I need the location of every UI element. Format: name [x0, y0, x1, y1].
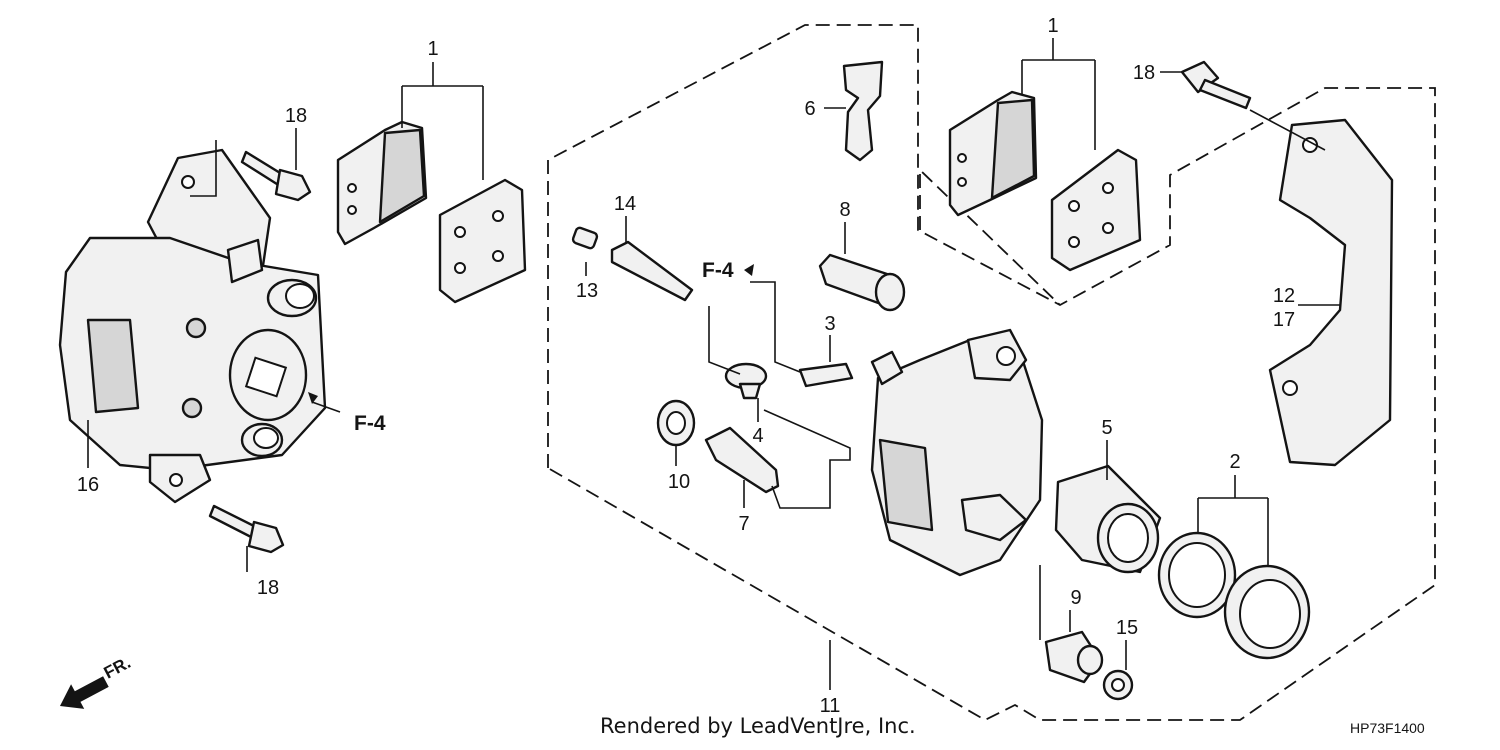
dust-boot[interactable]: [656, 399, 696, 447]
reference-f4-left: F-4: [354, 412, 386, 435]
callout-18-top-right: 18: [1133, 62, 1155, 84]
callout-18-bottom: 18: [257, 577, 279, 599]
callout-7: 7: [738, 513, 749, 535]
pin-boot-lower[interactable]: [1044, 630, 1104, 684]
callout-1-right: 1: [1047, 15, 1058, 37]
arrow-fr-icon: [59, 676, 109, 709]
callout-9: 9: [1070, 587, 1081, 609]
brake-pad-right-back[interactable]: [1050, 148, 1142, 272]
caliper-body[interactable]: [870, 328, 1044, 577]
pin-bolt-cap[interactable]: [571, 226, 599, 250]
slide-pin[interactable]: [704, 426, 780, 494]
washer[interactable]: [1102, 669, 1134, 701]
callout-15: 15: [1116, 617, 1138, 639]
pad-spring[interactable]: [842, 60, 884, 162]
diagram-code: HP73F1400: [1350, 720, 1425, 736]
caliper-assembly-outline: [547, 24, 1436, 722]
callout-11: 11: [820, 695, 841, 717]
callout-18-top-left: 18: [285, 105, 307, 127]
render-credit: Rendered by LeadVentJre, Inc.: [600, 714, 916, 738]
callout-10: 10: [668, 471, 690, 493]
front-direction-label: FR.: [101, 653, 134, 683]
pin-bolt[interactable]: [610, 240, 694, 302]
left-caliper-assembly[interactable]: [58, 148, 327, 504]
leader-lines: [87, 38, 1340, 690]
flange-bolt-top-left[interactable]: [240, 150, 312, 202]
reference-arrow-left: [308, 392, 318, 404]
piston-seal[interactable]: [1157, 531, 1237, 619]
callout-1-left: 1: [427, 38, 438, 60]
brake-pad-left-front[interactable]: [336, 120, 428, 246]
pin-boot[interactable]: [818, 253, 906, 312]
callout-4: 4: [752, 425, 763, 447]
reference-arrow-center: [744, 264, 754, 276]
flange-bolt-top-right[interactable]: [1180, 60, 1252, 110]
callout-5: 5: [1101, 417, 1112, 439]
reference-f4-center: F-4: [702, 259, 734, 282]
piston[interactable]: [1054, 464, 1162, 574]
callout-6: 6: [804, 98, 815, 120]
callout-2: 2: [1229, 451, 1240, 473]
bleeder-valve[interactable]: [798, 362, 854, 388]
callout-3: 3: [824, 313, 835, 335]
brake-pad-left-back[interactable]: [438, 178, 527, 304]
callout-labels: 1 1 2 3 4 5 6 7 8 9 10 11 12 13 14 15 16…: [77, 15, 1295, 717]
flange-bolt-bottom[interactable]: [208, 504, 285, 554]
pad-group-outline: [919, 167, 1061, 306]
callout-17: 17: [1273, 309, 1295, 331]
dust-seal[interactable]: [1223, 564, 1311, 660]
brake-pad-right-front[interactable]: [948, 90, 1038, 217]
callout-8: 8: [839, 199, 850, 221]
callout-12: 12: [1273, 285, 1295, 307]
bleeder-fitting[interactable]: [724, 362, 768, 400]
caliper-bracket[interactable]: [1268, 118, 1394, 467]
callout-16: 16: [77, 474, 99, 496]
callout-13: 13: [576, 280, 598, 302]
callout-14: 14: [614, 193, 636, 215]
